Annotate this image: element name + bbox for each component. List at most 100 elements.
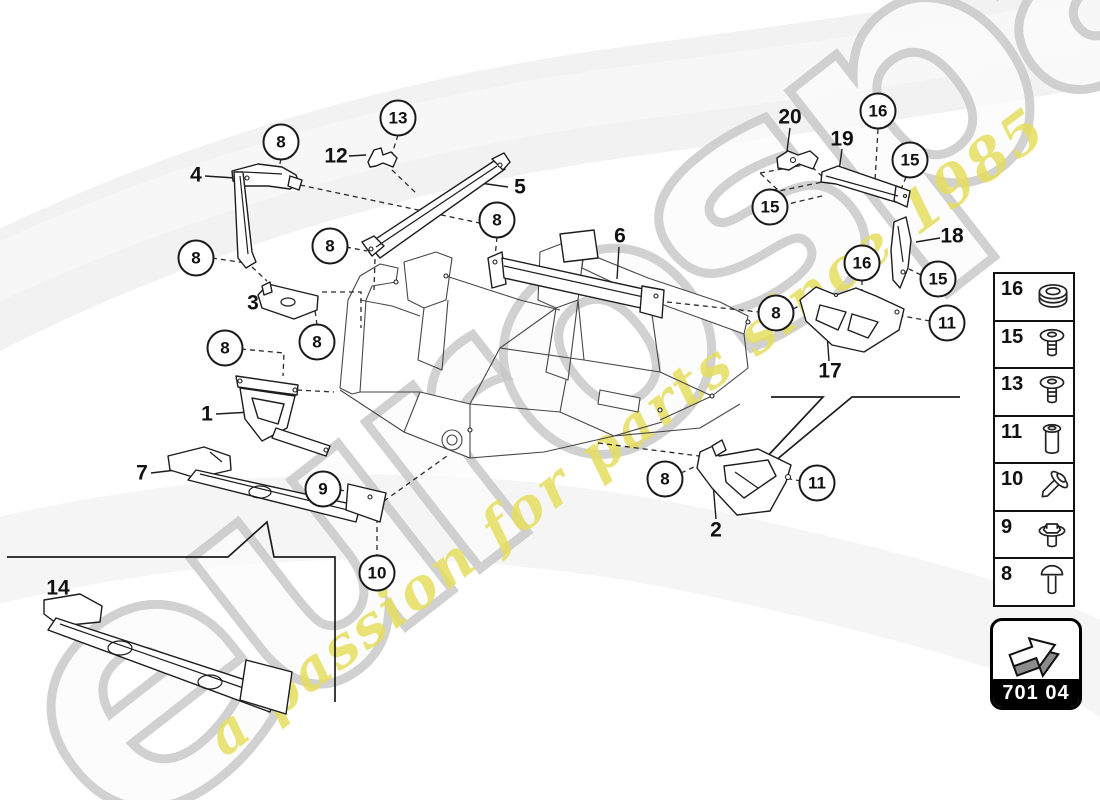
part-2-bracket-drawing: [696, 439, 792, 516]
page-ref-badge[interactable]: 701 04: [990, 618, 1082, 710]
callout-number: 8: [325, 236, 335, 256]
hardware-legend-row[interactable]: 11: [995, 417, 1073, 464]
part-number-label[interactable]: 12: [324, 146, 347, 167]
callout-number: 16: [852, 253, 872, 273]
part-callout-circle[interactable]: 8: [298, 323, 336, 361]
callout-number: 15: [900, 150, 920, 170]
callout-number: 13: [388, 108, 408, 128]
part-number-text: 5: [514, 175, 526, 199]
part-number-text: 14: [46, 576, 70, 600]
part-number-label[interactable]: 5: [514, 177, 526, 198]
part-number-text: 2: [710, 518, 722, 542]
part-callout-circle[interactable]: 10: [358, 554, 396, 592]
part-number-label[interactable]: 19: [830, 129, 853, 150]
part-number-label[interactable]: 20: [778, 107, 801, 128]
part-number-text: 20: [778, 105, 802, 129]
hardware-item-number: 9: [1001, 515, 1013, 538]
part-callout-circle[interactable]: 16: [843, 244, 881, 282]
part-number-text: 18: [940, 224, 964, 248]
hardware-legend-row[interactable]: 16: [995, 274, 1073, 322]
hardware-legend-row[interactable]: 13: [995, 369, 1073, 417]
part-17-bracket-drawing: [799, 286, 905, 353]
part-number-text: 3: [247, 291, 259, 315]
callout-number: 10: [367, 563, 387, 583]
flanged-bolt-icon: [1034, 467, 1072, 505]
spacer-sleeve-icon: [1042, 423, 1062, 454]
part-number-text: 1: [201, 402, 213, 426]
part-number-text: 6: [614, 224, 626, 248]
hardware-item-number: 10: [1001, 468, 1024, 490]
part-number-text: 7: [136, 461, 148, 485]
pan-head-screw-icon: [1039, 375, 1065, 404]
callout-number: 8: [660, 469, 670, 489]
part-12-bracket-drawing: [367, 147, 398, 168]
callout-number: 8: [276, 132, 286, 152]
part-number-label[interactable]: 7: [136, 463, 148, 484]
callout-number: 9: [318, 479, 328, 499]
callout-number: 8: [191, 248, 201, 268]
part-4-bracket-drawing: [231, 163, 303, 269]
hardware-item-number: 15: [1001, 325, 1024, 348]
part-number-label[interactable]: 14: [46, 578, 69, 599]
hardware-legend: 16 15 13 11 10: [993, 272, 1075, 607]
part-1-bracket-drawing: [235, 375, 331, 457]
part-number-label[interactable]: 17: [818, 361, 841, 382]
part-callout-circle[interactable]: 15: [751, 188, 789, 226]
part-callout-circle[interactable]: 8: [757, 294, 795, 332]
part-callout-circle[interactable]: 9: [304, 470, 342, 508]
part-14-bumper-beam-drawing: [43, 593, 293, 715]
part-number-label[interactable]: 1: [201, 404, 213, 425]
part-6-crossmember-drawing: [487, 229, 665, 319]
callout-number: 8: [312, 332, 322, 352]
part-3-bracket-drawing: [257, 281, 319, 320]
part-callout-circle[interactable]: 15: [919, 260, 957, 298]
part-callout-circle[interactable]: 8: [206, 329, 244, 367]
page-ref-code: 701 04: [993, 679, 1079, 707]
part-20-bracket-drawing: [776, 150, 819, 171]
part-callout-circle[interactable]: 8: [478, 201, 516, 239]
callout-number: 8: [492, 210, 502, 230]
pan-head-screw-icon: [1039, 328, 1065, 356]
button-head-screw-icon: [1040, 564, 1064, 595]
grommet-icon: [1038, 284, 1068, 308]
callout-number: 15: [760, 197, 780, 217]
hardware-legend-row[interactable]: 10: [995, 464, 1073, 512]
part-number-label[interactable]: 3: [247, 293, 259, 314]
part-number-text: 19: [830, 127, 854, 151]
callout-number: 11: [938, 313, 956, 333]
hardware-item-number: 13: [1001, 373, 1024, 395]
hardware-legend-row[interactable]: 9: [995, 512, 1073, 559]
part-number-text: 12: [324, 144, 348, 168]
callout-number: 15: [928, 269, 948, 289]
part-18-bracket-drawing: [890, 216, 912, 289]
part-number-label[interactable]: 2: [710, 520, 722, 541]
part-number-label[interactable]: 18: [940, 226, 963, 247]
hardware-item-number: 16: [1001, 278, 1024, 300]
part-number-label[interactable]: 6: [614, 226, 626, 247]
part-callout-circle[interactable]: 8: [177, 239, 215, 277]
part-7-crossmember-drawing: [167, 446, 387, 523]
part-callout-circle[interactable]: 15: [891, 141, 929, 179]
part-number-label[interactable]: 4: [190, 165, 202, 186]
part-callout-circle[interactable]: 13: [379, 99, 417, 137]
part-19-bracket-drawing: [820, 165, 911, 208]
part-callout-circle[interactable]: 8: [311, 227, 349, 265]
hardware-legend-row[interactable]: 8: [995, 559, 1073, 605]
part-callout-circle[interactable]: 8: [262, 123, 300, 161]
hardware-item-number: 11: [1001, 420, 1023, 443]
part-number-text: 17: [818, 359, 842, 383]
callout-number: 16: [868, 101, 888, 121]
callout-number: 8: [771, 303, 781, 323]
part-callout-circle[interactable]: 16: [859, 92, 897, 130]
part-callout-circle[interactable]: 8: [646, 460, 684, 498]
callout-number: 11: [808, 473, 826, 493]
hardware-legend-row[interactable]: 15: [995, 322, 1073, 369]
part-5-beam-drawing: [361, 152, 511, 259]
part-callout-circle[interactable]: 11: [928, 304, 966, 342]
part-number-text: 4: [190, 163, 202, 187]
part-callout-circle[interactable]: 11: [798, 464, 836, 502]
page-ref-arrow-icon: [1008, 636, 1061, 678]
